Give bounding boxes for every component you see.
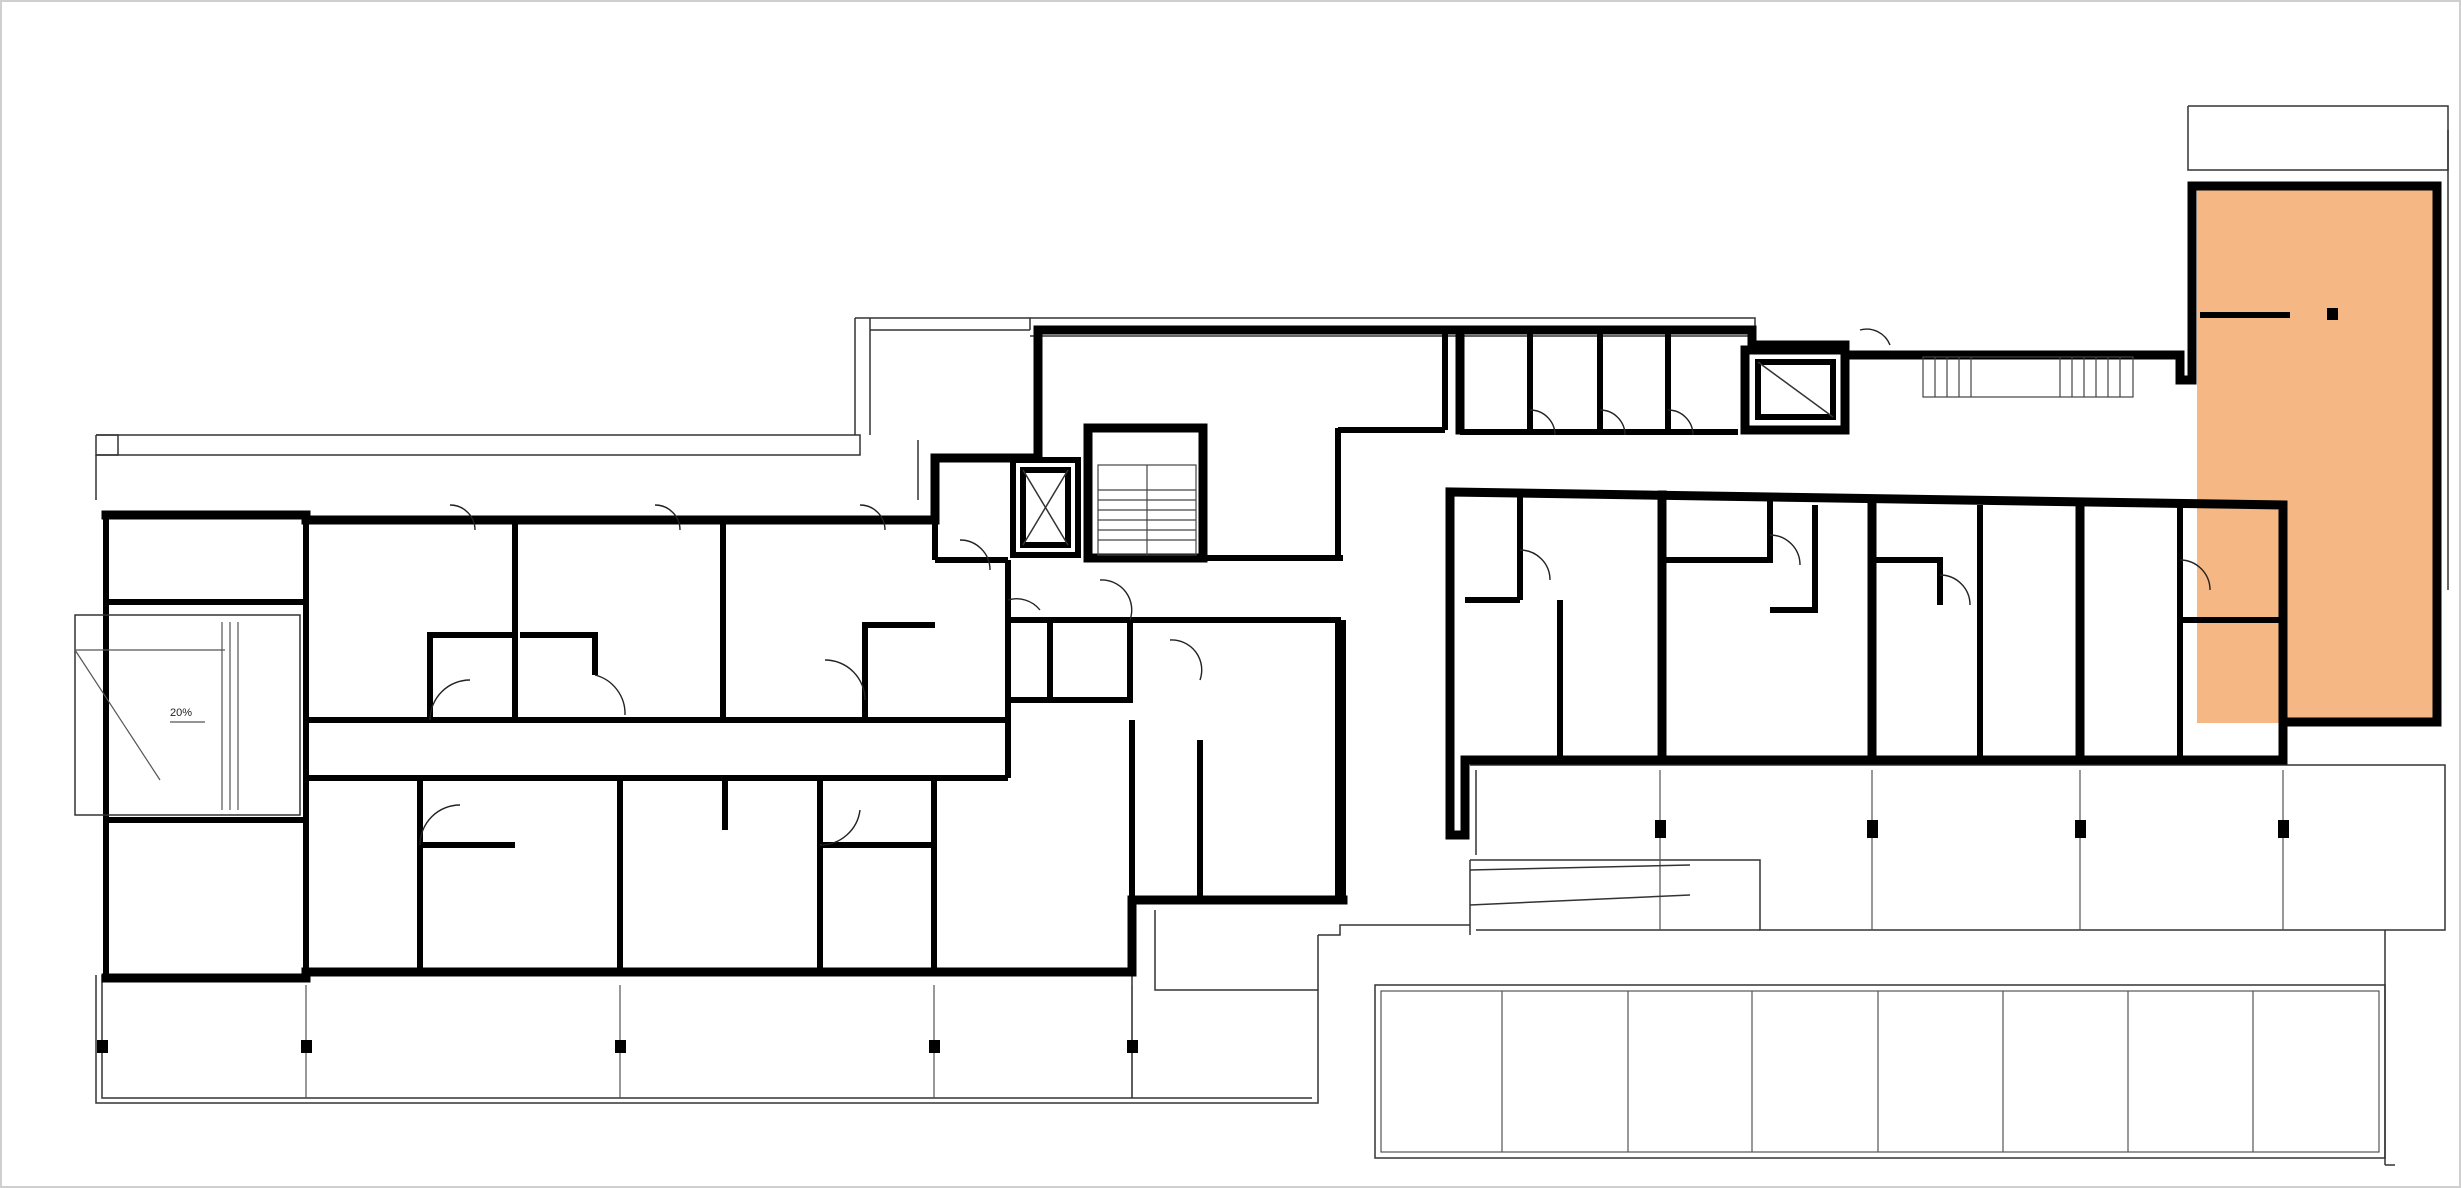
door-swings xyxy=(419,328,2211,846)
ramp-slope-label: 20% xyxy=(170,707,192,719)
staircase xyxy=(1097,464,1197,556)
exterior-walls xyxy=(101,181,2442,983)
interior-walls xyxy=(106,312,2290,972)
exterior-stairs xyxy=(1922,356,2134,398)
ramp: 20% xyxy=(74,614,301,816)
highlighted-unit-entry[interactable] xyxy=(2197,340,2292,505)
elevator xyxy=(1020,359,1836,548)
pillars xyxy=(97,308,2338,1053)
terrace-outlines xyxy=(95,105,2449,1166)
